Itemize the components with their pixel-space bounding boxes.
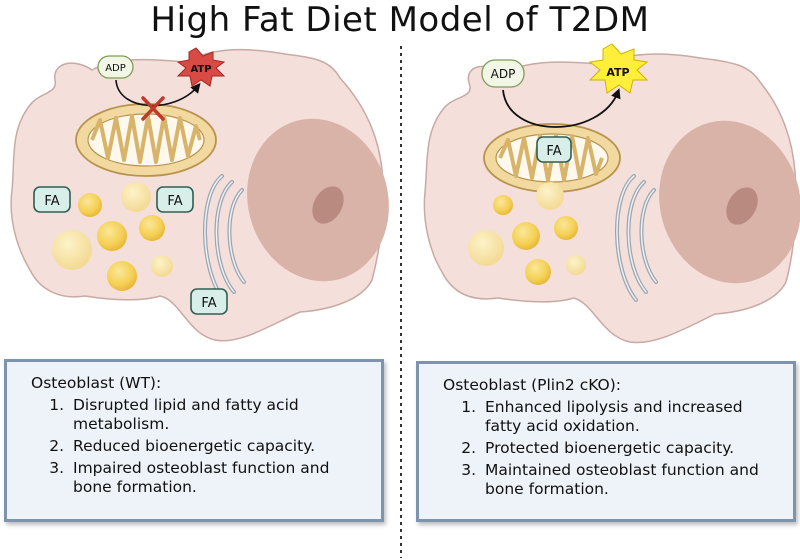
right-box-heading: Osteoblast (Plin2 cKO): xyxy=(443,376,622,394)
right-adp-badge xyxy=(481,59,525,88)
right-fa-badge-1 xyxy=(536,136,572,163)
left-fa-label-1: FA xyxy=(44,194,59,209)
right-summary-item-2: Protected bioenergetic capacity. xyxy=(481,439,779,458)
right-atp-label: ATP xyxy=(606,66,629,79)
right-fa-label-1: FA xyxy=(546,144,561,159)
left-nucleolus xyxy=(312,186,344,224)
right-summary-item-1: Enhanced lipolysis and increased fatty a… xyxy=(481,398,779,436)
diagram-title: High Fat Diet Model of T2DM xyxy=(150,0,650,40)
left-fa-badge-2 xyxy=(156,186,194,213)
left-summary-item-2: Reduced bioenergetic capacity. xyxy=(69,437,367,456)
left-osteoblast-cell: ADP ATP FA FA FA xyxy=(10,47,389,342)
left-fa-badge-3 xyxy=(190,288,228,315)
left-lipid-droplets xyxy=(52,182,173,291)
left-atp-burst-icon xyxy=(176,47,226,87)
right-adp-label: ADP xyxy=(491,67,516,81)
left-fa-label-3: FA xyxy=(201,296,216,311)
left-adp-badge xyxy=(97,55,134,79)
left-blocked-x-icon xyxy=(141,96,165,121)
left-fa-badge-1 xyxy=(33,186,71,213)
right-summary-box: Osteoblast (Plin2 cKO): Enhanced lipolys… xyxy=(416,361,796,522)
left-fa-label-2: FA xyxy=(167,194,182,209)
right-lipid-droplets xyxy=(468,182,586,285)
left-summary-box: Osteoblast (WT): Disrupted lipid and fat… xyxy=(4,359,384,522)
right-nucleolus xyxy=(726,187,758,225)
right-atp-burst-icon xyxy=(588,43,649,94)
left-adp-label: ADP xyxy=(105,63,126,74)
left-atp-label: ATP xyxy=(190,64,211,75)
right-summary-item-3: Maintained osteoblast function and bone … xyxy=(481,461,779,499)
left-box-heading: Osteoblast (WT): xyxy=(31,374,162,392)
right-osteoblast-cell: ADP ATP FA xyxy=(423,43,800,344)
right-summary-list: Enhanced lipolysis and increased fatty a… xyxy=(443,398,779,499)
right-adp-to-atp-arrow xyxy=(502,88,621,128)
left-summary-list: Disrupted lipid and fatty acid metabolis… xyxy=(31,396,367,497)
left-summary-item-1: Disrupted lipid and fatty acid metabolis… xyxy=(69,396,367,434)
left-summary-item-3: Impaired osteoblast function and bone fo… xyxy=(69,459,367,497)
